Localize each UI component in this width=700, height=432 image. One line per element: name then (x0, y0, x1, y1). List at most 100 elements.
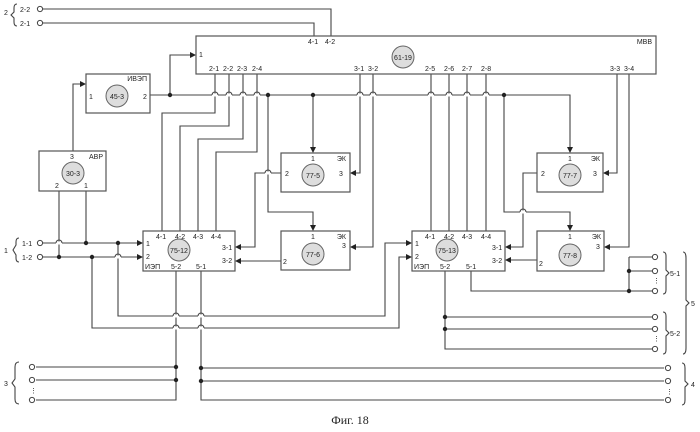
mvv-block: МВВ 61-19 1 4-1 4-2 2-1 2-2 2-3 2-4 3-1 … (196, 36, 656, 74)
port-label: 2 (285, 171, 289, 178)
figure-caption: Фиг. 18 (331, 413, 368, 427)
port-label: 2-4 (252, 66, 262, 73)
port-label: 4-1 (425, 234, 435, 241)
port-label: 2 (541, 171, 545, 178)
port-label: 77-8 (563, 253, 577, 260)
port-label: 5-2 (440, 264, 450, 271)
block-title: МВВ (637, 39, 653, 46)
port-label: 2 (4, 10, 8, 17)
port-label: 77-6 (306, 252, 320, 259)
port-label: 2 (143, 94, 147, 101)
ek-77-7-block: ЭК 1 2 3 77-7 (537, 153, 603, 192)
port-label: ИЭП (145, 264, 160, 271)
iep-75-13-block: 4-1 4-2 4-3 4-4 1 2 3-1 3-2 ИЭП 5-2 5-1 … (412, 231, 505, 271)
port-label: 77-5 (306, 173, 320, 180)
input-group-2: 2 2-2 2-1 (4, 4, 43, 28)
port-label: 1-2 (22, 255, 32, 262)
input-group-1: 1 1-1 1-2 (4, 238, 43, 262)
port-label: 3 (4, 381, 8, 388)
output-group-4: ⋮ 4 (665, 363, 695, 405)
port-label: 5-2 (670, 331, 680, 338)
port-label: 4-1 (308, 39, 318, 46)
port-label: 1 (311, 156, 315, 163)
output-group-3: 3 ⋮ (4, 362, 37, 404)
ek-77-8-block: ЭК 1 2 3 77-8 (537, 231, 604, 271)
port-label: 75-12 (170, 248, 188, 255)
port-label: ⋮ (666, 389, 673, 396)
port-label: 1 (568, 234, 572, 241)
port-label: АВР (89, 154, 103, 161)
port-label: 1 (311, 234, 315, 241)
port-label: 4-3 (193, 234, 203, 241)
port-label: 5-1 (670, 271, 680, 278)
port-label: ИЭП (414, 264, 429, 271)
port-label: ИВЭП (127, 76, 147, 83)
port-label: 3-1 (492, 245, 502, 252)
output-group-5: ⋮ 5-1 ⋮ 5-2 5 (652, 252, 695, 354)
port-label: ЭК (337, 234, 347, 241)
port-label: ⋮ (30, 388, 37, 395)
port-label: 2 (283, 259, 287, 266)
port-label: ⋮ (653, 278, 660, 285)
port-label: 2-2 (223, 66, 233, 73)
port-label: 5 (691, 301, 695, 308)
ek-77-6-block: ЭК 1 2 3 77-6 (281, 231, 350, 270)
port-label: 1 (415, 241, 419, 248)
port-label: 45-3 (110, 94, 124, 101)
port-label: 4-1 (156, 234, 166, 241)
port-label: 4-2 (325, 39, 335, 46)
port-label: 2-3 (237, 66, 247, 73)
port-label: 2-1 (209, 66, 219, 73)
port-label: 3 (342, 243, 346, 250)
port-label: 4-3 (462, 234, 472, 241)
port-label: 1 (146, 241, 150, 248)
port-label: 3 (339, 171, 343, 178)
port-label: 4 (691, 382, 695, 389)
port-label: ⋮ (653, 336, 660, 343)
port-label: 4-4 (211, 234, 221, 241)
port-label: 2-1 (20, 21, 30, 28)
port-label: 2-6 (444, 66, 454, 73)
ivep-block: ИВЭП 45-3 1 2 (86, 74, 150, 113)
port-label: 2-5 (425, 66, 435, 73)
port-label: 3-4 (624, 66, 634, 73)
port-label: 2 (539, 261, 543, 268)
port-label: 3 (593, 171, 597, 178)
port-label: 30-3 (66, 171, 80, 178)
port-label: 1 (89, 94, 93, 101)
port-label: 2 (415, 254, 419, 261)
port-label: 1 (568, 156, 572, 163)
port-label: 2-2 (20, 7, 30, 14)
port-label: 5-1 (196, 264, 206, 271)
port-label: 1-1 (22, 241, 32, 248)
port-label: 3 (70, 154, 74, 161)
port-label: 1 (4, 248, 8, 255)
port-label: 3 (596, 244, 600, 251)
port-label: 77-7 (563, 173, 577, 180)
iep-75-12-block: 4-1 4-2 4-3 4-4 1 2 3-1 3-2 ИЭП 5-2 5-1 … (143, 231, 235, 271)
port-label: 1 (199, 52, 203, 59)
port-label: ЭК (592, 234, 602, 241)
port-label: 3-2 (368, 66, 378, 73)
port-label: ЭК (337, 156, 347, 163)
port-label: 2-7 (462, 66, 472, 73)
port-label: 4-4 (481, 234, 491, 241)
ek-77-5-block: ЭК 1 2 3 77-5 (281, 153, 350, 192)
port-label: 3-3 (610, 66, 620, 73)
port-label: 3-1 (222, 245, 232, 252)
port-label: 3-2 (222, 258, 232, 265)
port-label: 2 (146, 254, 150, 261)
port-label: 5-2 (171, 264, 181, 271)
block-id: 61-19 (394, 55, 412, 62)
port-label: 2-8 (481, 66, 491, 73)
avr-block: АВР 30-3 3 2 1 (39, 151, 106, 191)
port-label: 2 (55, 183, 59, 190)
crossovers (56, 92, 526, 328)
port-label: ЭК (591, 156, 601, 163)
port-label: 1 (84, 183, 88, 190)
port-label: 3-1 (354, 66, 364, 73)
port-label: 3-2 (492, 258, 502, 265)
port-label: 5-1 (466, 264, 476, 271)
port-label: 75-13 (438, 248, 456, 255)
